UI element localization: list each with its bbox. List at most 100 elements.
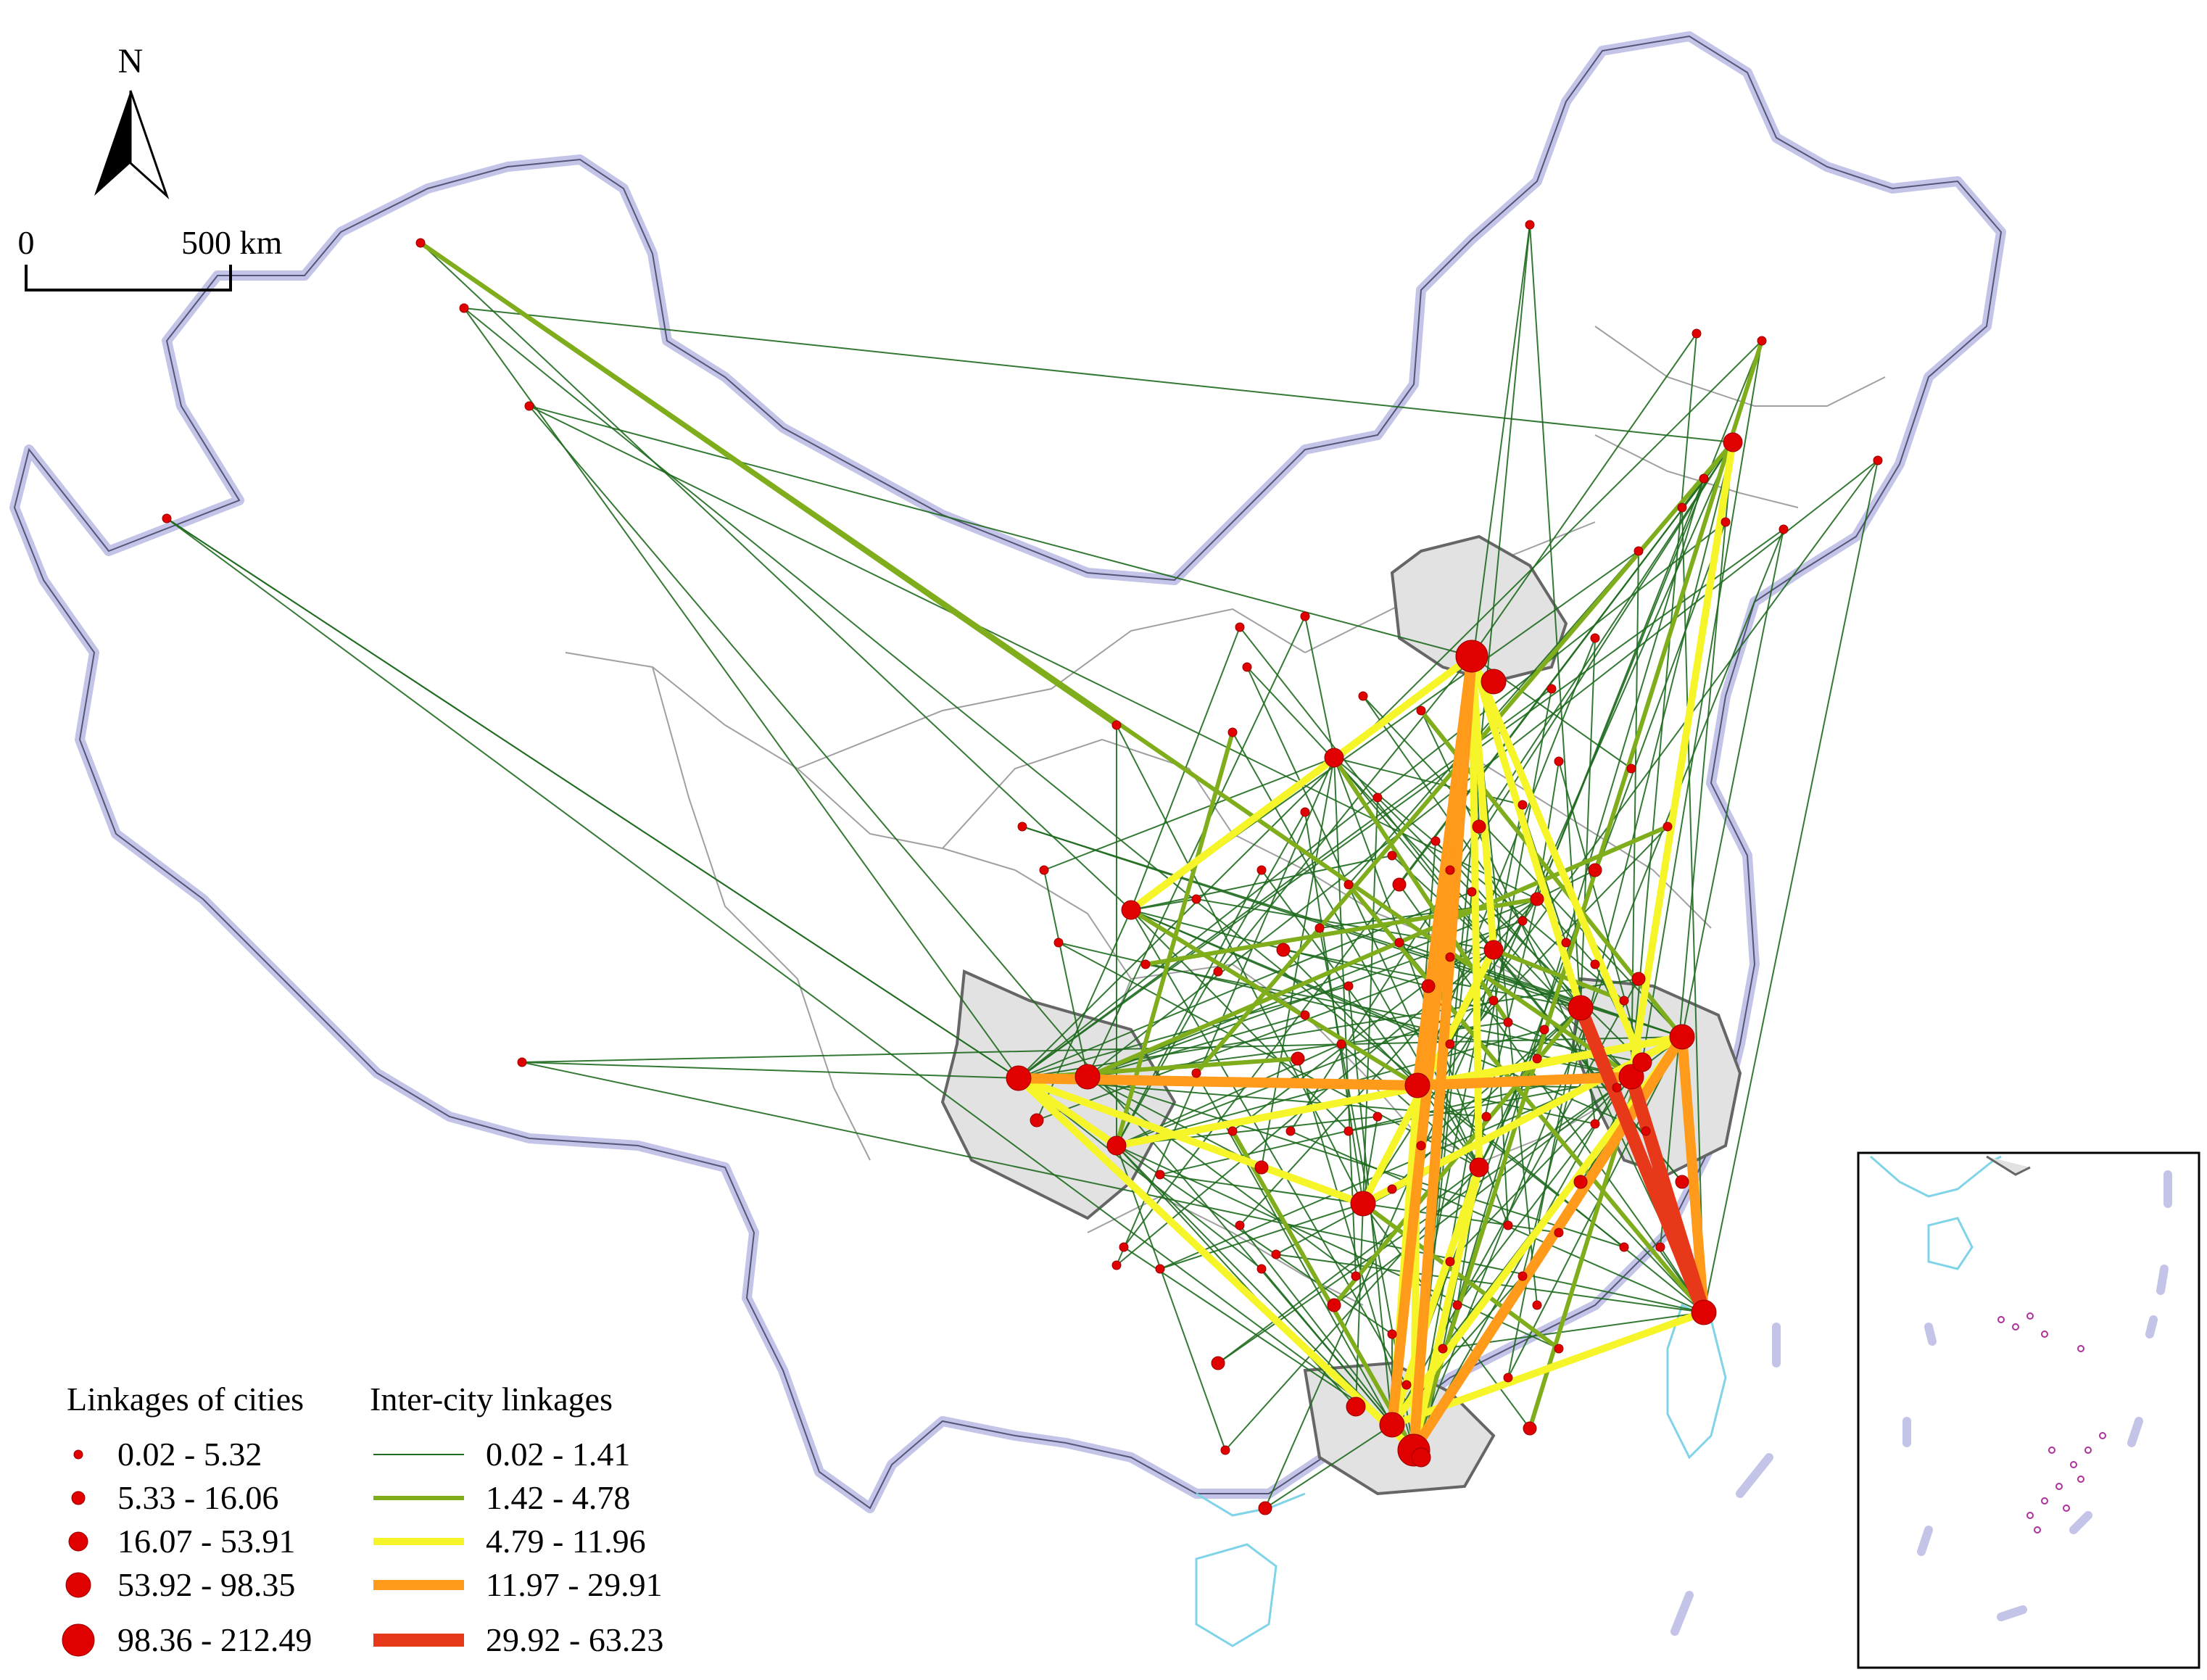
north-arrow-label: N	[118, 42, 144, 80]
link-line	[1058, 942, 1480, 1168]
link-line	[1412, 339, 1764, 1452]
link-line	[1333, 757, 1357, 1277]
city-point	[1554, 1344, 1564, 1354]
city-point	[1445, 1039, 1455, 1049]
city-point	[1532, 1054, 1542, 1064]
link-line	[1574, 1001, 1710, 1319]
link-line	[1043, 869, 1088, 1077]
city-point	[1285, 1126, 1296, 1136]
city-point	[1655, 1242, 1665, 1252]
city-point	[1455, 640, 1488, 673]
city-point	[1404, 1072, 1430, 1098]
link-line	[529, 405, 1538, 900]
link-line	[418, 241, 1119, 727]
hainan-island	[1195, 1543, 1278, 1647]
link-line	[521, 1036, 1683, 1063]
inset-map	[1857, 1151, 2200, 1669]
city-point	[1779, 524, 1789, 534]
city-point	[1675, 1175, 1689, 1189]
link-line	[1410, 1164, 1483, 1454]
city-point	[524, 401, 534, 411]
city-point	[1006, 1065, 1032, 1091]
legend-city-class-2: 5.33 - 16.06	[71, 1479, 278, 1516]
legend-city-symbol	[65, 1572, 91, 1598]
link-line	[1116, 724, 1364, 1204]
city-point	[1343, 981, 1354, 991]
link-line	[1417, 826, 1668, 1086]
taiwan-island	[1666, 1303, 1727, 1460]
dash-line-segments	[1670, 1323, 1781, 1636]
legend-link-class-5: 29.92 - 63.23	[373, 1621, 663, 1658]
scale-bar-start: 0	[18, 224, 35, 261]
link-line	[1641, 340, 1763, 1063]
city-point	[1469, 1157, 1489, 1178]
link-line	[1491, 948, 1626, 1003]
link-line	[1123, 442, 1734, 1248]
city-point	[1258, 1501, 1272, 1515]
link-line	[1361, 1201, 1561, 1351]
link-line	[1536, 478, 1705, 900]
city-point	[1483, 940, 1504, 960]
link-line	[463, 307, 1019, 1079]
link-line	[1558, 761, 1643, 1063]
city-point	[1227, 1126, 1238, 1136]
city-point	[1539, 1025, 1549, 1035]
city-point	[1590, 1119, 1600, 1129]
city-point	[1503, 1373, 1513, 1383]
north-arrow: N	[94, 42, 170, 199]
link-line	[420, 242, 1132, 911]
link-line	[1085, 824, 1670, 1079]
city-point	[1481, 1112, 1491, 1122]
link-line	[1290, 1130, 1705, 1313]
city-point	[1590, 633, 1600, 643]
city-point	[1256, 1264, 1267, 1274]
city-point	[1633, 546, 1644, 556]
link-line	[1159, 1203, 1364, 1270]
link-line	[1113, 1033, 1686, 1149]
city-point	[1111, 720, 1122, 730]
link-line	[1261, 1268, 1393, 1425]
city-point	[1481, 669, 1507, 695]
city-point	[1343, 880, 1354, 890]
link-line	[166, 518, 1019, 1079]
city-point	[415, 238, 426, 248]
city-point	[1626, 764, 1636, 774]
city-point	[1235, 622, 1245, 632]
link-line	[1580, 637, 1596, 1009]
city-point	[1467, 887, 1477, 897]
city-point	[1873, 455, 1883, 465]
north-arrow-right	[129, 90, 170, 199]
link-line	[1362, 1116, 1378, 1204]
link-line	[1507, 1036, 1683, 1378]
city-point	[1017, 822, 1027, 832]
city-point	[1387, 851, 1397, 861]
link-line	[1043, 757, 1335, 871]
city-point	[1155, 1170, 1165, 1180]
city-point	[1554, 756, 1564, 766]
link-line	[529, 405, 1415, 1451]
city-point	[1106, 1135, 1127, 1156]
city-point	[1488, 996, 1499, 1006]
city-point	[1517, 1271, 1528, 1281]
city-point	[1554, 1228, 1564, 1238]
city-point	[162, 513, 172, 524]
city-point	[1346, 1396, 1366, 1417]
city-point	[1691, 1299, 1717, 1325]
legend-city-symbol	[68, 1531, 88, 1552]
city-point	[1350, 1191, 1376, 1217]
legend-city-class-5: 98.36 - 212.49	[62, 1621, 312, 1658]
city-point	[1242, 662, 1252, 672]
legend-city-class-1: 0.02 - 5.32	[73, 1436, 262, 1473]
link-line	[1123, 1246, 1393, 1425]
city-point	[1379, 1412, 1405, 1438]
city-point	[459, 303, 469, 313]
city-point	[1155, 1264, 1165, 1274]
city-point	[1723, 432, 1743, 452]
city-point	[1039, 865, 1049, 875]
city-point	[1394, 938, 1404, 948]
city-point	[1314, 923, 1325, 933]
legend-city-title: Linkages of cities	[67, 1381, 304, 1418]
city-point	[1111, 1260, 1122, 1270]
link-line	[1127, 653, 1475, 914]
city-point	[1590, 959, 1600, 969]
